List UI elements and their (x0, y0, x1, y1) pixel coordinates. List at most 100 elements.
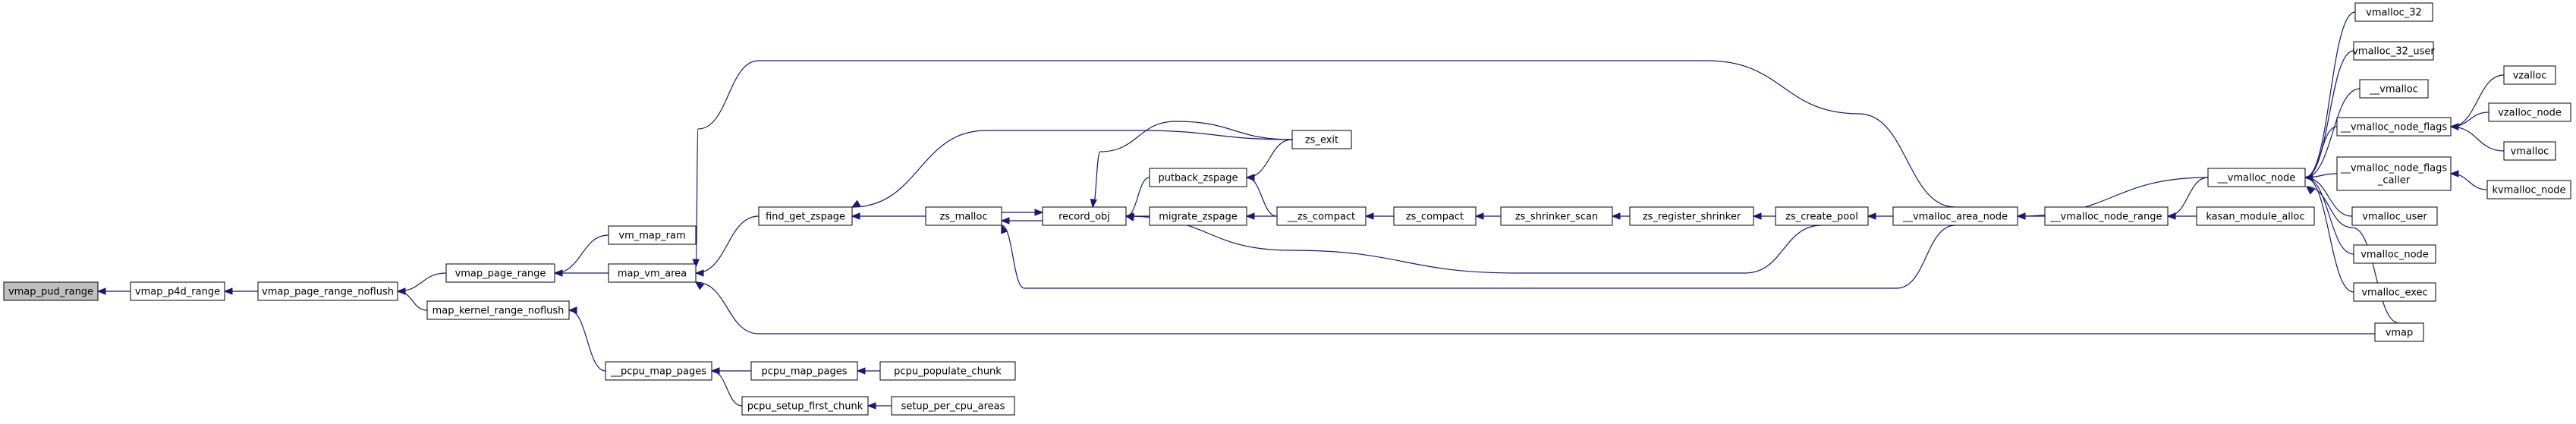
function-node-kasan-module-alloc[interactable]: kasan_module_alloc (2196, 206, 2315, 226)
function-node-map-kernel-range-noflush[interactable]: map_kernel_range_noflush (426, 300, 570, 320)
node-box (1149, 206, 1247, 226)
function-node-pcpu-populate-chunk[interactable]: pcpu_populate_chunk (879, 361, 1016, 381)
function-node-vmap-page-range[interactable]: vmap_page_range (445, 263, 555, 283)
node-box (2351, 206, 2438, 226)
node-box (2488, 102, 2571, 122)
node-label: migrate_zspage (1159, 212, 1238, 223)
node-box (130, 281, 225, 301)
function-node-vmap-page-range-noflush[interactable]: vmap_page_range_noflush (257, 281, 398, 301)
node-label: vmap_page_range (455, 269, 546, 280)
function-node-migrate-zspage[interactable]: migrate_zspage (1149, 206, 1247, 226)
call-edge (1245, 174, 1278, 217)
arrowhead-icon (851, 212, 860, 220)
arrowhead-icon (1124, 214, 1135, 221)
node-box (2503, 141, 2556, 161)
call-edge (1124, 214, 1823, 274)
call-edge (223, 287, 259, 295)
arrowhead-icon (694, 281, 705, 291)
call-edge-line (397, 291, 428, 311)
node-box (1775, 206, 1869, 226)
node-box (891, 396, 1015, 416)
node-label: vmalloc (2511, 146, 2549, 158)
node-label: __vmalloc_node_flags (2340, 163, 2447, 174)
function-node-vmalloc-node-inner[interactable]: __vmalloc_node (2207, 168, 2306, 187)
node-box (2196, 206, 2315, 226)
call-edge (856, 367, 880, 375)
function-node-vmap-pud-range[interactable]: vmap_pud_range (3, 281, 99, 301)
arrowhead-icon (1245, 174, 1255, 181)
function-node-kvmalloc-node[interactable]: kvmalloc_node (2486, 180, 2571, 199)
call-edge-line (1001, 225, 1956, 289)
call-edge (1002, 209, 1044, 216)
call-edge (553, 234, 609, 277)
node-box (2374, 322, 2424, 342)
function-node-vmalloc-area-node[interactable]: __vmalloc_area_node (1892, 206, 2018, 226)
arrowhead-icon (867, 402, 876, 410)
function-node-vmap-p4d-range[interactable]: vmap_p4d_range (130, 281, 225, 301)
function-node-vm-map-ram[interactable]: vm_map_ram (608, 225, 697, 245)
function-node-vmalloc-node-flags-caller[interactable]: __vmalloc_node_flags_caller (2336, 156, 2452, 191)
function-node-putback-zspage[interactable]: putback_zspage (1149, 168, 1247, 187)
call-edge-line (554, 234, 609, 274)
node-label: vmalloc_32_user (2352, 46, 2435, 58)
function-node-setup-per-cpu-areas[interactable]: setup_per_cpu_areas (891, 396, 1015, 416)
node-label: zs_register_shrinker (1643, 212, 1741, 223)
node-box (879, 361, 1016, 381)
function-node-vzalloc[interactable]: vzalloc (2503, 65, 2556, 85)
function-node-vmalloc-exec[interactable]: vmalloc_exec (2353, 282, 2436, 302)
call-edge (2304, 174, 2354, 293)
node-box (2336, 156, 2452, 191)
node-box (3, 281, 99, 301)
function-node-vmalloc-inner[interactable]: __vmalloc (2359, 79, 2429, 99)
function-node-zs-register-shrinker[interactable]: zs_register_shrinker (1629, 206, 1754, 226)
function-node-zs-shrinker-scan[interactable]: zs_shrinker_scan (1500, 206, 1613, 226)
function-node-zs-create-pool[interactable]: zs_create_pool (1775, 206, 1869, 226)
function-node-vmalloc[interactable]: vmalloc (2503, 141, 2556, 161)
node-label: pcpu_map_pages (761, 366, 847, 378)
node-label: vzalloc_node (2498, 108, 2562, 119)
function-node-vmalloc-node[interactable]: vmalloc_node (2353, 244, 2436, 264)
arrowhead-icon (1245, 212, 1255, 220)
function-node-zs-exit[interactable]: zs_exit (1291, 130, 1352, 149)
node-label: __vmalloc_area_node (1902, 212, 2008, 223)
arrowhead-icon (2166, 212, 2176, 220)
function-node-zs-compact[interactable]: zs_compact (1393, 206, 1477, 226)
function-node-pcpu-map-pages-inner[interactable]: __pcpu_map_pages (605, 361, 712, 381)
node-label: vmalloc_32 (2366, 8, 2422, 19)
call-edge-line (695, 60, 1956, 268)
function-nodes: vmap_pud_range vmap_p4d_range vmap_page_ra… (3, 2, 2571, 416)
node-box (2044, 206, 2169, 226)
node-label: vmap_page_range_noflush (262, 287, 394, 298)
function-node-vmalloc-user[interactable]: vmalloc_user (2351, 206, 2438, 226)
function-node-zs-compact-inner[interactable]: __zs_compact (1276, 206, 1367, 226)
node-label: zs_create_pool (1785, 212, 1858, 223)
call-edge (1090, 121, 1293, 209)
function-node-pcpu-setup-first-chunk[interactable]: pcpu_setup_first_chunk (741, 396, 869, 416)
function-node-vzalloc-node[interactable]: vzalloc_node (2488, 102, 2571, 122)
node-label: find_get_zspage (766, 212, 845, 223)
node-box (2353, 244, 2436, 264)
call-edge (694, 215, 760, 277)
function-node-pcpu-map-pages[interactable]: pcpu_map_pages (750, 361, 858, 381)
node-label: vmap (2386, 328, 2414, 339)
arrowhead-icon (1752, 212, 1762, 220)
call-edge (1124, 177, 1150, 220)
function-node-vmap[interactable]: vmap (2374, 322, 2424, 342)
function-node-vmalloc-node-range[interactable]: __vmalloc_node_range (2044, 206, 2169, 226)
call-edge (867, 402, 892, 410)
function-node-record-obj[interactable]: record_obj (1042, 206, 1127, 226)
function-node-vmalloc-32-user[interactable]: vmalloc_32_user (2352, 41, 2435, 61)
function-node-find-get-zspage[interactable]: find_get_zspage (758, 206, 853, 226)
node-label: kvmalloc_node (2492, 185, 2565, 196)
node-box (1042, 206, 1127, 226)
function-node-map-vm-area[interactable]: map_vm_area (608, 263, 697, 283)
function-node-zs-malloc[interactable]: zs_malloc (925, 206, 1002, 226)
function-node-vmalloc-node-flags[interactable]: __vmalloc_node_flags (2336, 117, 2452, 137)
arrowhead-icon (2449, 123, 2459, 130)
call-edge (1364, 212, 1394, 220)
node-box (925, 206, 1002, 226)
function-node-vmalloc-32[interactable]: vmalloc_32 (2354, 2, 2433, 22)
call-edge-line (2304, 88, 2361, 178)
node-label: __vmalloc (2369, 84, 2418, 96)
arrowhead-icon (2305, 186, 2315, 195)
